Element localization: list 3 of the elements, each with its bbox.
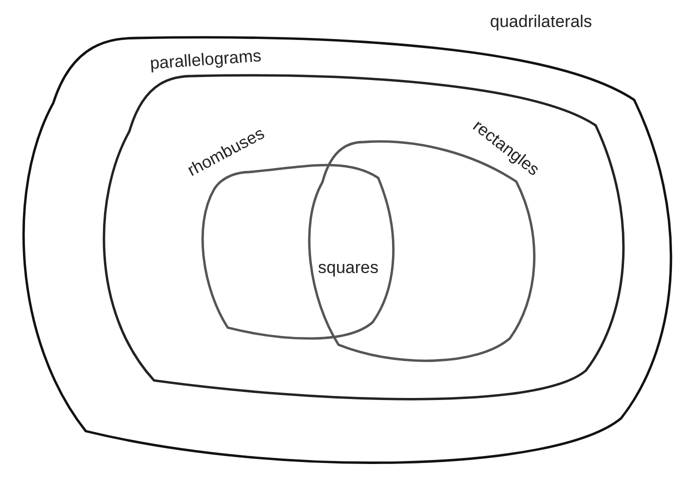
set-label: parallelograms [149,46,262,74]
set-label: quadrilaterals [490,12,592,32]
region-label: squares [318,258,378,278]
